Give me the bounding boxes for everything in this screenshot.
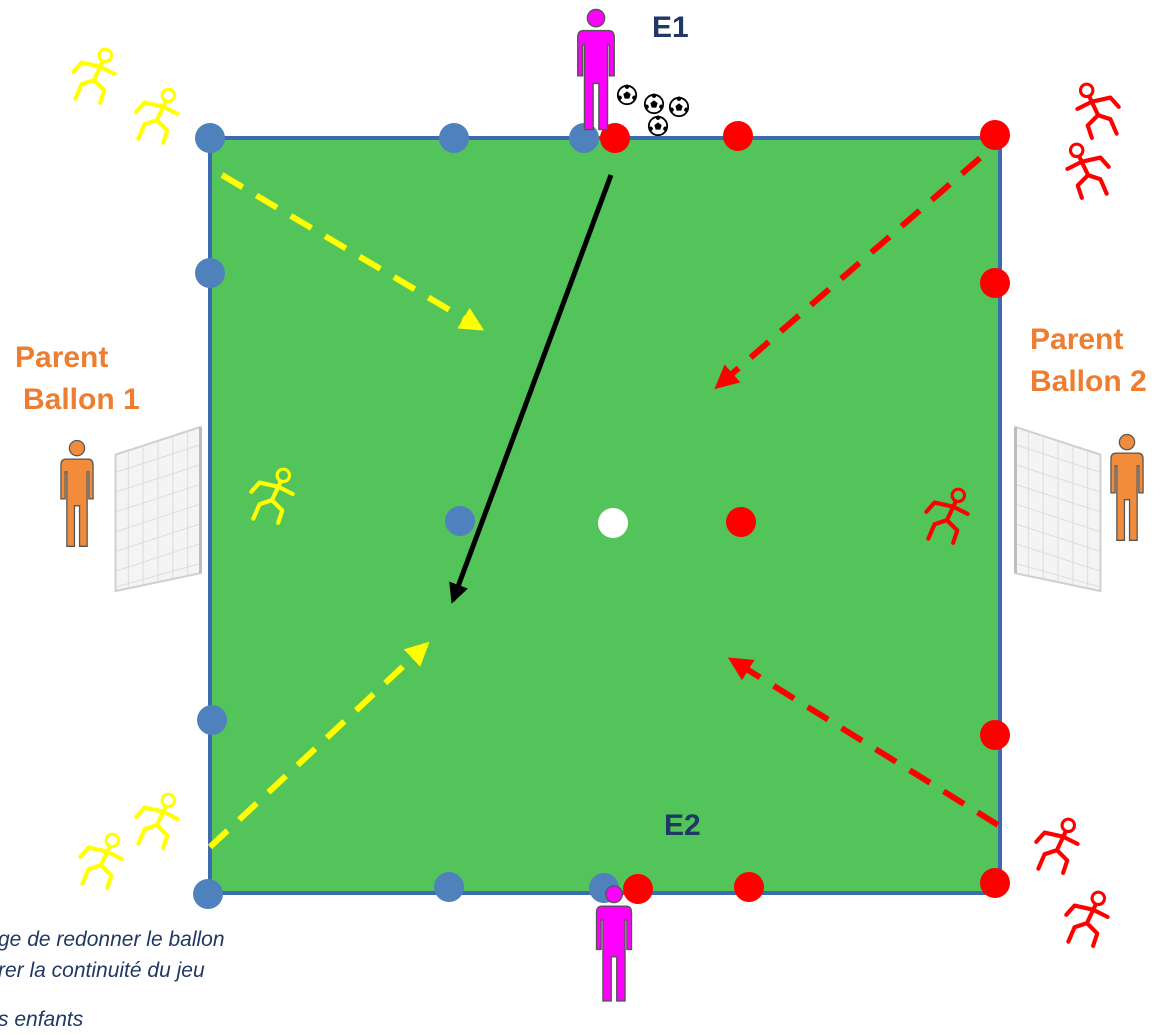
cone-blue: [195, 258, 225, 288]
left-goal-icon: [113, 425, 203, 593]
cone-blue: [434, 872, 464, 902]
parent-left-label-line1: Parent: [15, 341, 108, 374]
cone-blue: [445, 506, 475, 536]
coach-top-label: E1: [652, 11, 689, 44]
red-run-arrow: [727, 657, 1000, 828]
center-ball: [598, 508, 628, 538]
cone-red: [980, 120, 1010, 150]
note-line-3: s enfants: [0, 1008, 84, 1031]
blue-team-cones: [193, 123, 619, 909]
note-line-2: rer la continuité du jeu: [0, 959, 205, 982]
parent-left-icon: [60, 439, 94, 548]
parent-right-icon: [1110, 433, 1144, 542]
red-run-arrow: [714, 155, 982, 390]
cone-red: [980, 268, 1010, 298]
cone-red: [980, 720, 1010, 750]
running-player-icon: [1066, 892, 1107, 946]
running-player-icon: [1077, 84, 1118, 138]
soccer-ball-icon: [616, 84, 638, 106]
cone-blue: [197, 705, 227, 735]
note-line-1: ge de redonner le ballon: [0, 928, 225, 951]
cone-red: [980, 868, 1010, 898]
running-player-icon: [1067, 144, 1108, 198]
running-player-icon: [136, 89, 177, 143]
right-goal-icon: [1013, 425, 1103, 593]
coach-e2-icon: [595, 884, 633, 1002]
cone-blue: [439, 123, 469, 153]
running-player-icon: [136, 794, 177, 848]
soccer-ball-icon: [647, 115, 669, 137]
cone-red: [734, 872, 764, 902]
parent-left-label-line2: Ballon 1: [23, 383, 140, 416]
running-player-icon: [73, 49, 114, 103]
parent-right-label-line1: Parent: [1030, 323, 1123, 356]
cone-red: [726, 507, 756, 537]
cone-blue: [193, 879, 223, 909]
parent-right-label-line2: Ballon 2: [1030, 365, 1147, 398]
soccer-ball-icon: [643, 93, 665, 115]
cone-red: [623, 874, 653, 904]
running-player-icon: [80, 834, 121, 888]
cone-red: [600, 123, 630, 153]
yellow-run-arrow: [220, 172, 485, 331]
ball-pile: [616, 84, 690, 137]
coach-bottom-label: E2: [664, 809, 701, 842]
pass-arrow: [449, 174, 614, 604]
yellow-run-arrow: [207, 641, 430, 850]
cone-blue: [195, 123, 225, 153]
soccer-ball-icon: [668, 96, 690, 118]
coach-e1-icon: [577, 8, 615, 131]
cone-blue: [569, 123, 599, 153]
running-player-icon: [1036, 819, 1077, 873]
cone-red: [723, 121, 753, 151]
red-team-cones: [600, 120, 1010, 904]
